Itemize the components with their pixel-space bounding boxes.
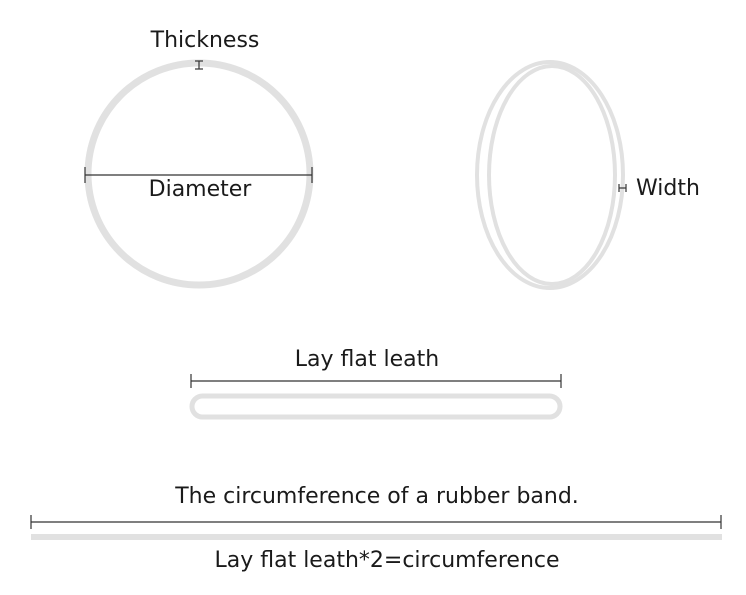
circumference-line — [30, 515, 722, 529]
diameter-line — [84, 167, 313, 183]
circumference-label: The circumference of a rubber band. — [175, 484, 579, 509]
flat-band — [189, 393, 563, 420]
lay-flat-label: Lay flat leath — [294, 347, 440, 372]
thickness-marker — [195, 60, 203, 70]
thickness-label: Thickness — [150, 28, 260, 53]
side-ring-inner — [487, 64, 617, 286]
lay-flat-line — [190, 374, 562, 388]
diameter-label: Diameter — [148, 177, 252, 202]
front-ring — [84, 59, 314, 289]
side-ring-outer — [475, 60, 625, 290]
width-label: Width — [636, 176, 700, 201]
formula-label: Lay flat leath*2=circumference — [214, 548, 560, 573]
stretched-band — [31, 534, 722, 540]
width-marker — [618, 184, 627, 192]
